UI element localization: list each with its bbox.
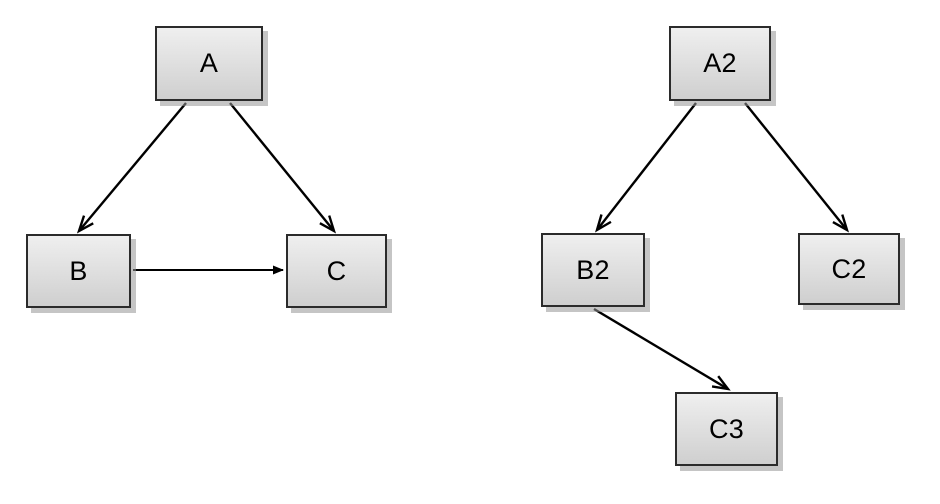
node-label-c2: C2	[831, 253, 867, 284]
node-a[interactable]: A	[155, 26, 263, 101]
node-a2[interactable]: A2	[669, 26, 771, 101]
edge-a-to-b	[76, 102, 187, 234]
edge-line	[78, 102, 187, 232]
arrowhead-open	[832, 214, 850, 233]
node-label-c3: C3	[709, 413, 744, 444]
edge-b-to-c	[133, 265, 284, 275]
arrowhead-filled	[273, 265, 284, 275]
edge-a-to-c	[229, 102, 337, 234]
arrowhead-open	[319, 215, 337, 234]
edge-a2-to-b2	[595, 102, 697, 233]
node-label-a: A	[199, 48, 219, 78]
edge-a2-to-c2	[744, 102, 850, 233]
edge-line	[593, 307, 728, 390]
node-label-c: C	[326, 255, 347, 286]
node-c[interactable]: C	[286, 234, 387, 308]
edge-line	[596, 102, 697, 230]
node-label-b2: B2	[576, 254, 610, 285]
arrowhead-open	[711, 375, 731, 391]
arrowhead-open	[595, 214, 612, 233]
node-label-a2: A2	[703, 48, 737, 78]
node-c2[interactable]: C2	[798, 233, 900, 305]
edge-b2-to-c3	[593, 307, 731, 391]
arrowhead-open	[76, 215, 94, 234]
node-c3[interactable]: C3	[675, 392, 778, 466]
node-b2[interactable]: B2	[541, 233, 645, 307]
node-b[interactable]: B	[26, 234, 131, 308]
edge-line	[229, 102, 335, 231]
edge-line	[744, 102, 848, 230]
node-label-b: B	[69, 255, 88, 286]
